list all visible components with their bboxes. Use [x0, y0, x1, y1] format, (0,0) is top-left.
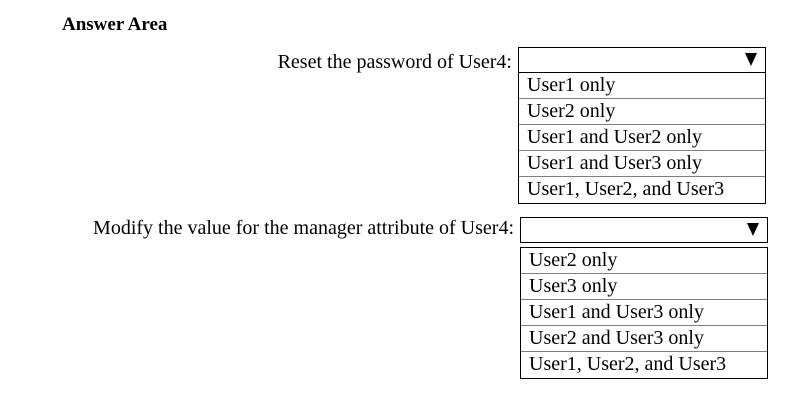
triangle-down-icon[interactable] [745, 53, 757, 66]
question-2-options: User2 only User3 only User1 and User3 on… [520, 247, 768, 379]
triangle-down-icon[interactable] [747, 223, 759, 236]
option-user1-only[interactable]: User1 only [519, 73, 765, 99]
option-user2-and-user3-only[interactable]: User2 and User3 only [521, 326, 767, 352]
option-user2-only[interactable]: User2 only [521, 248, 767, 274]
option-user3-only[interactable]: User3 only [521, 274, 767, 300]
option-user1-user2-and-user3[interactable]: User1, User2, and User3 [527, 178, 725, 200]
question-2-dropdown[interactable] [520, 217, 768, 243]
question-1-label: Reset the password of User4: [277, 51, 512, 73]
option-user1-and-user3-only[interactable]: User1 and User3 only [519, 151, 765, 177]
question-1-dropdown[interactable] [518, 47, 766, 73]
option-user2-only[interactable]: User2 only [519, 99, 765, 125]
question-1-options: User1 only User2 only User1 and User2 on… [518, 73, 766, 204]
option-user1-and-user2-only[interactable]: User1 and User2 only [519, 125, 765, 151]
option-user1-user2-and-user3[interactable]: User1, User2, and User3 [529, 353, 727, 375]
option-user1-and-user3-only[interactable]: User1 and User3 only [521, 300, 767, 326]
answer-area-title: Answer Area [62, 14, 168, 35]
question-2-label: Modify the value for the manager attribu… [93, 217, 514, 239]
